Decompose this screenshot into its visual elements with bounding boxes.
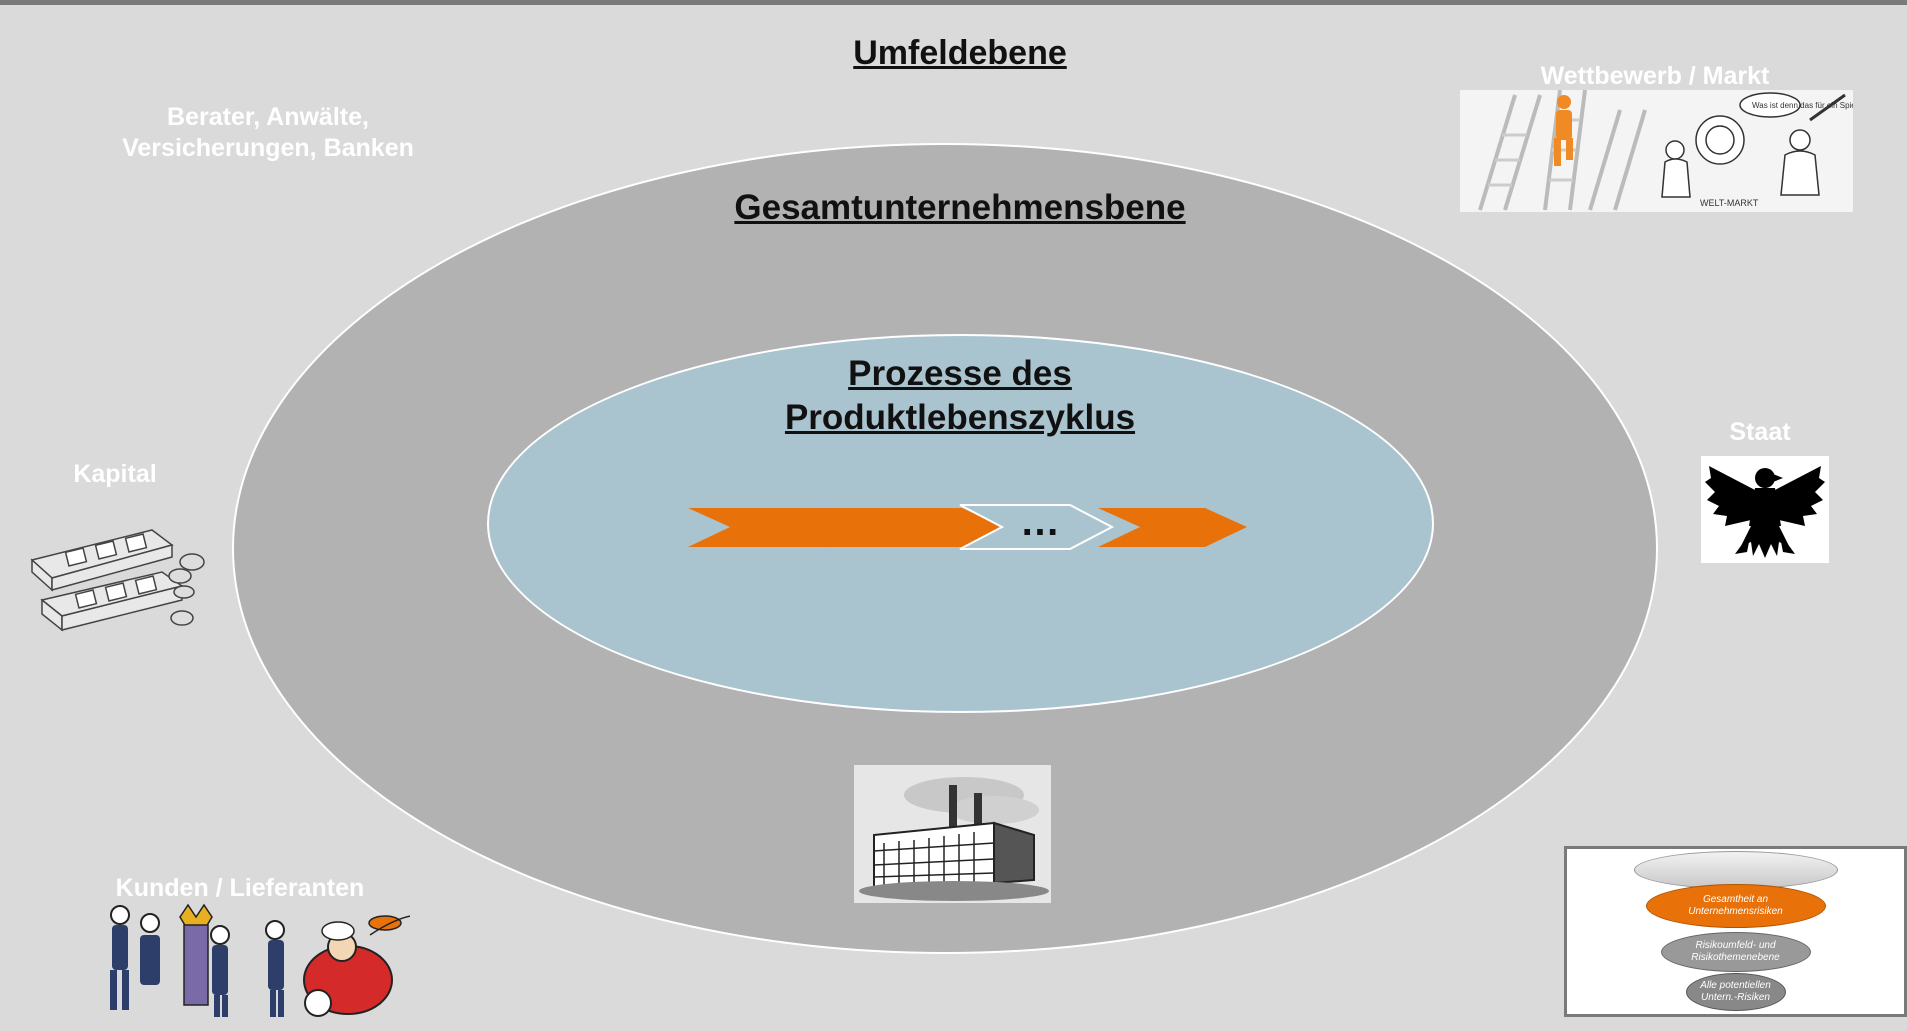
berater-label-line1: Berater, Anwälte, [167, 103, 369, 131]
pyramid-level-2: Risikoumfeld- und Risikothemenebene [1660, 932, 1811, 972]
gesamt-title: Gesamtunternehmensbene [734, 188, 1186, 227]
top-border [0, 0, 1907, 5]
kunden-label: Kunden / Lieferanten [115, 874, 365, 902]
berater-label-line2: Versicherungen, Banken [122, 134, 414, 162]
pyramid-level-1: Gesamtheit an Unternehmensrisiken [1645, 884, 1826, 928]
wettbewerb-label: Wettbewerb / Markt [1540, 62, 1770, 90]
pyramid-top-disc [1633, 851, 1838, 889]
pyramid-diagram-icon: Gesamtheit an Unternehmensrisiken Risiko… [1564, 846, 1907, 1017]
money-stack-icon [30, 529, 205, 632]
process-ellipsis: … [1020, 500, 1060, 544]
prozesse-title-line2: Produktlebenszyklus [784, 398, 1136, 437]
ladder-competition-icon: Was ist denn das für ein Spielchen?! WEL… [1460, 90, 1853, 212]
federal-eagle-icon [1701, 456, 1829, 563]
kapital-label: Kapital [73, 460, 157, 488]
cartoon-sign: WELT-MARKT [1700, 198, 1759, 208]
prozesse-title-line1: Prozesse des [848, 354, 1072, 393]
cartoon-speech: Was ist denn das für ein Spielchen?! [1752, 101, 1853, 110]
customers-suppliers-icon [110, 903, 410, 1017]
factory-icon [854, 765, 1051, 903]
staat-label: Staat [1729, 418, 1791, 446]
umfeld-title: Umfeldebene [853, 34, 1067, 72]
pyramid-level-3: Alle potentiellen Untern.-Risiken [1685, 973, 1786, 1011]
